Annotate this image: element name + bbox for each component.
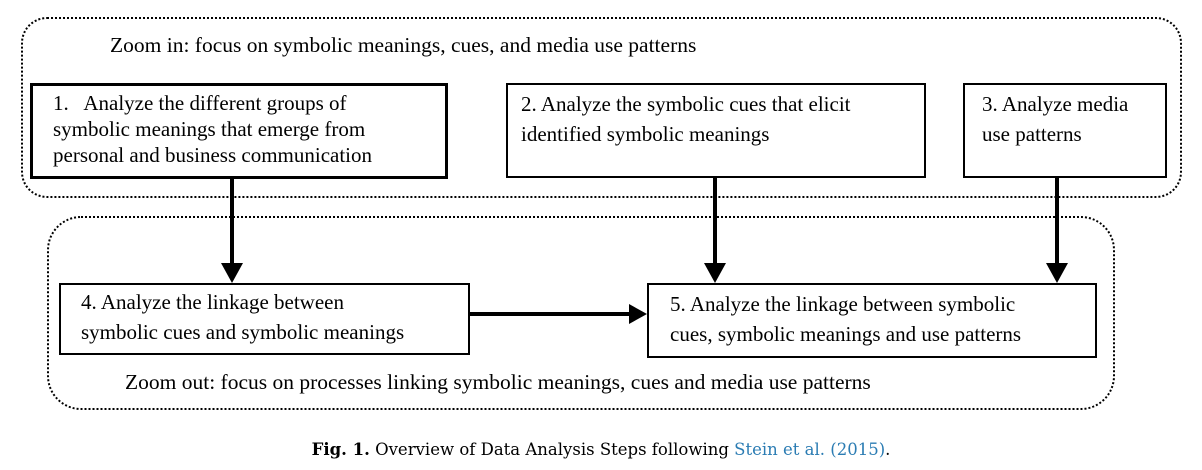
step-2-line: 2. Analyze the symbolic cues that elicit bbox=[521, 92, 851, 116]
zoom-out-group-frame bbox=[47, 216, 1115, 410]
step-3-line: use patterns bbox=[982, 122, 1082, 146]
step-4-line: 4. Analyze the linkage between bbox=[81, 290, 344, 314]
figure-number-label: Fig. 1. bbox=[311, 440, 370, 459]
step-2-line: identified symbolic meanings bbox=[521, 122, 770, 146]
caption-suffix: . bbox=[885, 440, 891, 459]
step-1-box: 1. Analyze the different groups of symbo… bbox=[30, 83, 448, 179]
citation-link[interactable]: Stein et al. (2015) bbox=[734, 440, 886, 459]
zoom-in-group-frame bbox=[21, 17, 1182, 198]
step-5-line: 5. Analyze the linkage between symbolic bbox=[670, 292, 1016, 316]
caption-text: Overview of Data Analysis Steps followin… bbox=[369, 440, 735, 459]
step-5-box: 5. Analyze the linkage between symbolic … bbox=[647, 283, 1097, 358]
step-1-line: personal and business communication bbox=[53, 143, 373, 167]
step-2-box: 2. Analyze the symbolic cues that elicit… bbox=[506, 83, 926, 178]
zoom-out-group-label: Zoom out: focus on processes linking sym… bbox=[125, 370, 871, 394]
step-5-line: cues, symbolic meanings and use patterns bbox=[670, 322, 1022, 346]
step-1-line: 1. Analyze the different groups of bbox=[53, 91, 347, 115]
figure-caption: Fig. 1. Overview of Data Analysis Steps … bbox=[0, 439, 1202, 461]
zoom-in-group-label: Zoom in: focus on symbolic meanings, cue… bbox=[110, 33, 697, 57]
step-3-box: 3. Analyze media use patterns bbox=[963, 83, 1167, 178]
step-4-line: symbolic cues and symbolic meanings bbox=[81, 320, 405, 344]
step-1-line: symbolic meanings that emerge from bbox=[53, 117, 366, 141]
step-3-line: 3. Analyze media bbox=[982, 92, 1129, 116]
step-4-box: 4. Analyze the linkage between symbolic … bbox=[59, 283, 470, 355]
